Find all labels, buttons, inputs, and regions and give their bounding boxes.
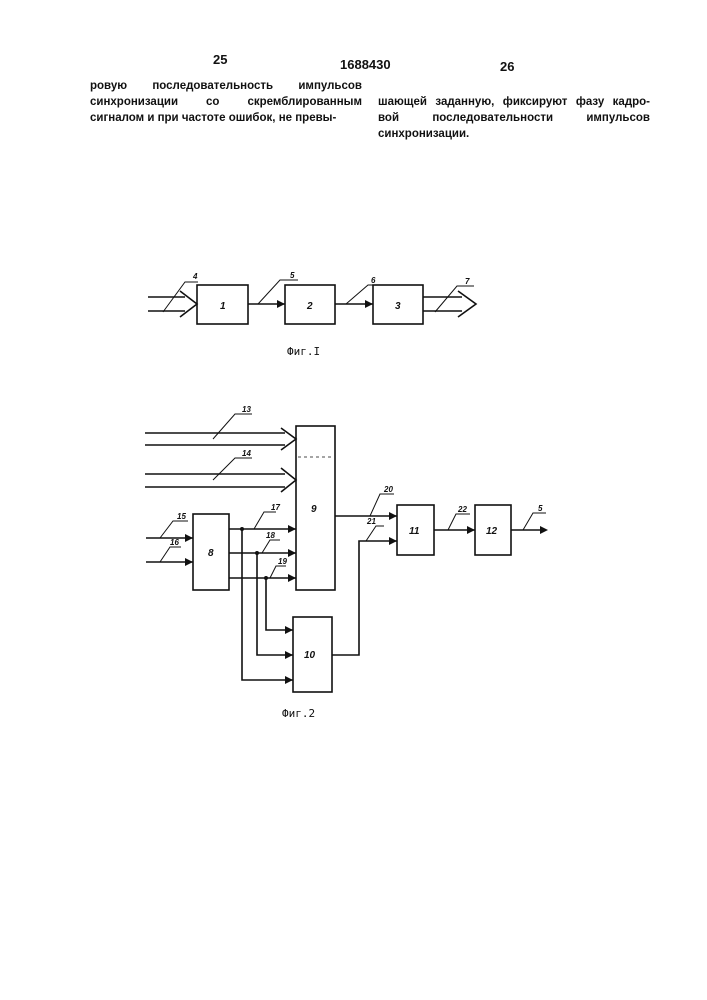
line-label-15: 15 [177, 512, 186, 521]
figure-1-diagram: 1 2 3 4 5 6 7 [0, 0, 707, 400]
line-label-6: 6 [371, 276, 376, 285]
block-3-label: 3 [395, 301, 401, 312]
line-label-5: 5 [538, 504, 543, 513]
line-label-16: 16 [170, 538, 179, 547]
line-label-20: 20 [383, 485, 393, 494]
line-label-14: 14 [242, 449, 251, 458]
block-12-label: 12 [486, 526, 498, 537]
line-label-18: 18 [266, 531, 275, 540]
block-1-label: 1 [220, 301, 226, 312]
block-10-label: 10 [304, 650, 316, 661]
line-label-21: 21 [366, 517, 376, 526]
block-11-label: 11 [409, 526, 420, 537]
figure-1-caption: Фиг.I [287, 345, 320, 358]
line-label-4: 4 [192, 272, 198, 281]
block-9-label: 9 [311, 504, 317, 515]
line-label-7: 7 [465, 277, 470, 286]
line-label-17: 17 [271, 503, 280, 512]
line-label-5: 5 [290, 271, 295, 280]
figure-2-diagram: 8 9 10 11 12 13 14 15 16 17 18 19 20 21 … [0, 400, 707, 720]
line-label-22: 22 [457, 505, 467, 514]
figure-2-caption: Фиг.2 [282, 707, 315, 720]
line-label-19: 19 [278, 557, 287, 566]
line-label-13: 13 [242, 405, 251, 414]
block-2-label: 2 [306, 301, 313, 312]
block-8-label: 8 [208, 548, 214, 559]
